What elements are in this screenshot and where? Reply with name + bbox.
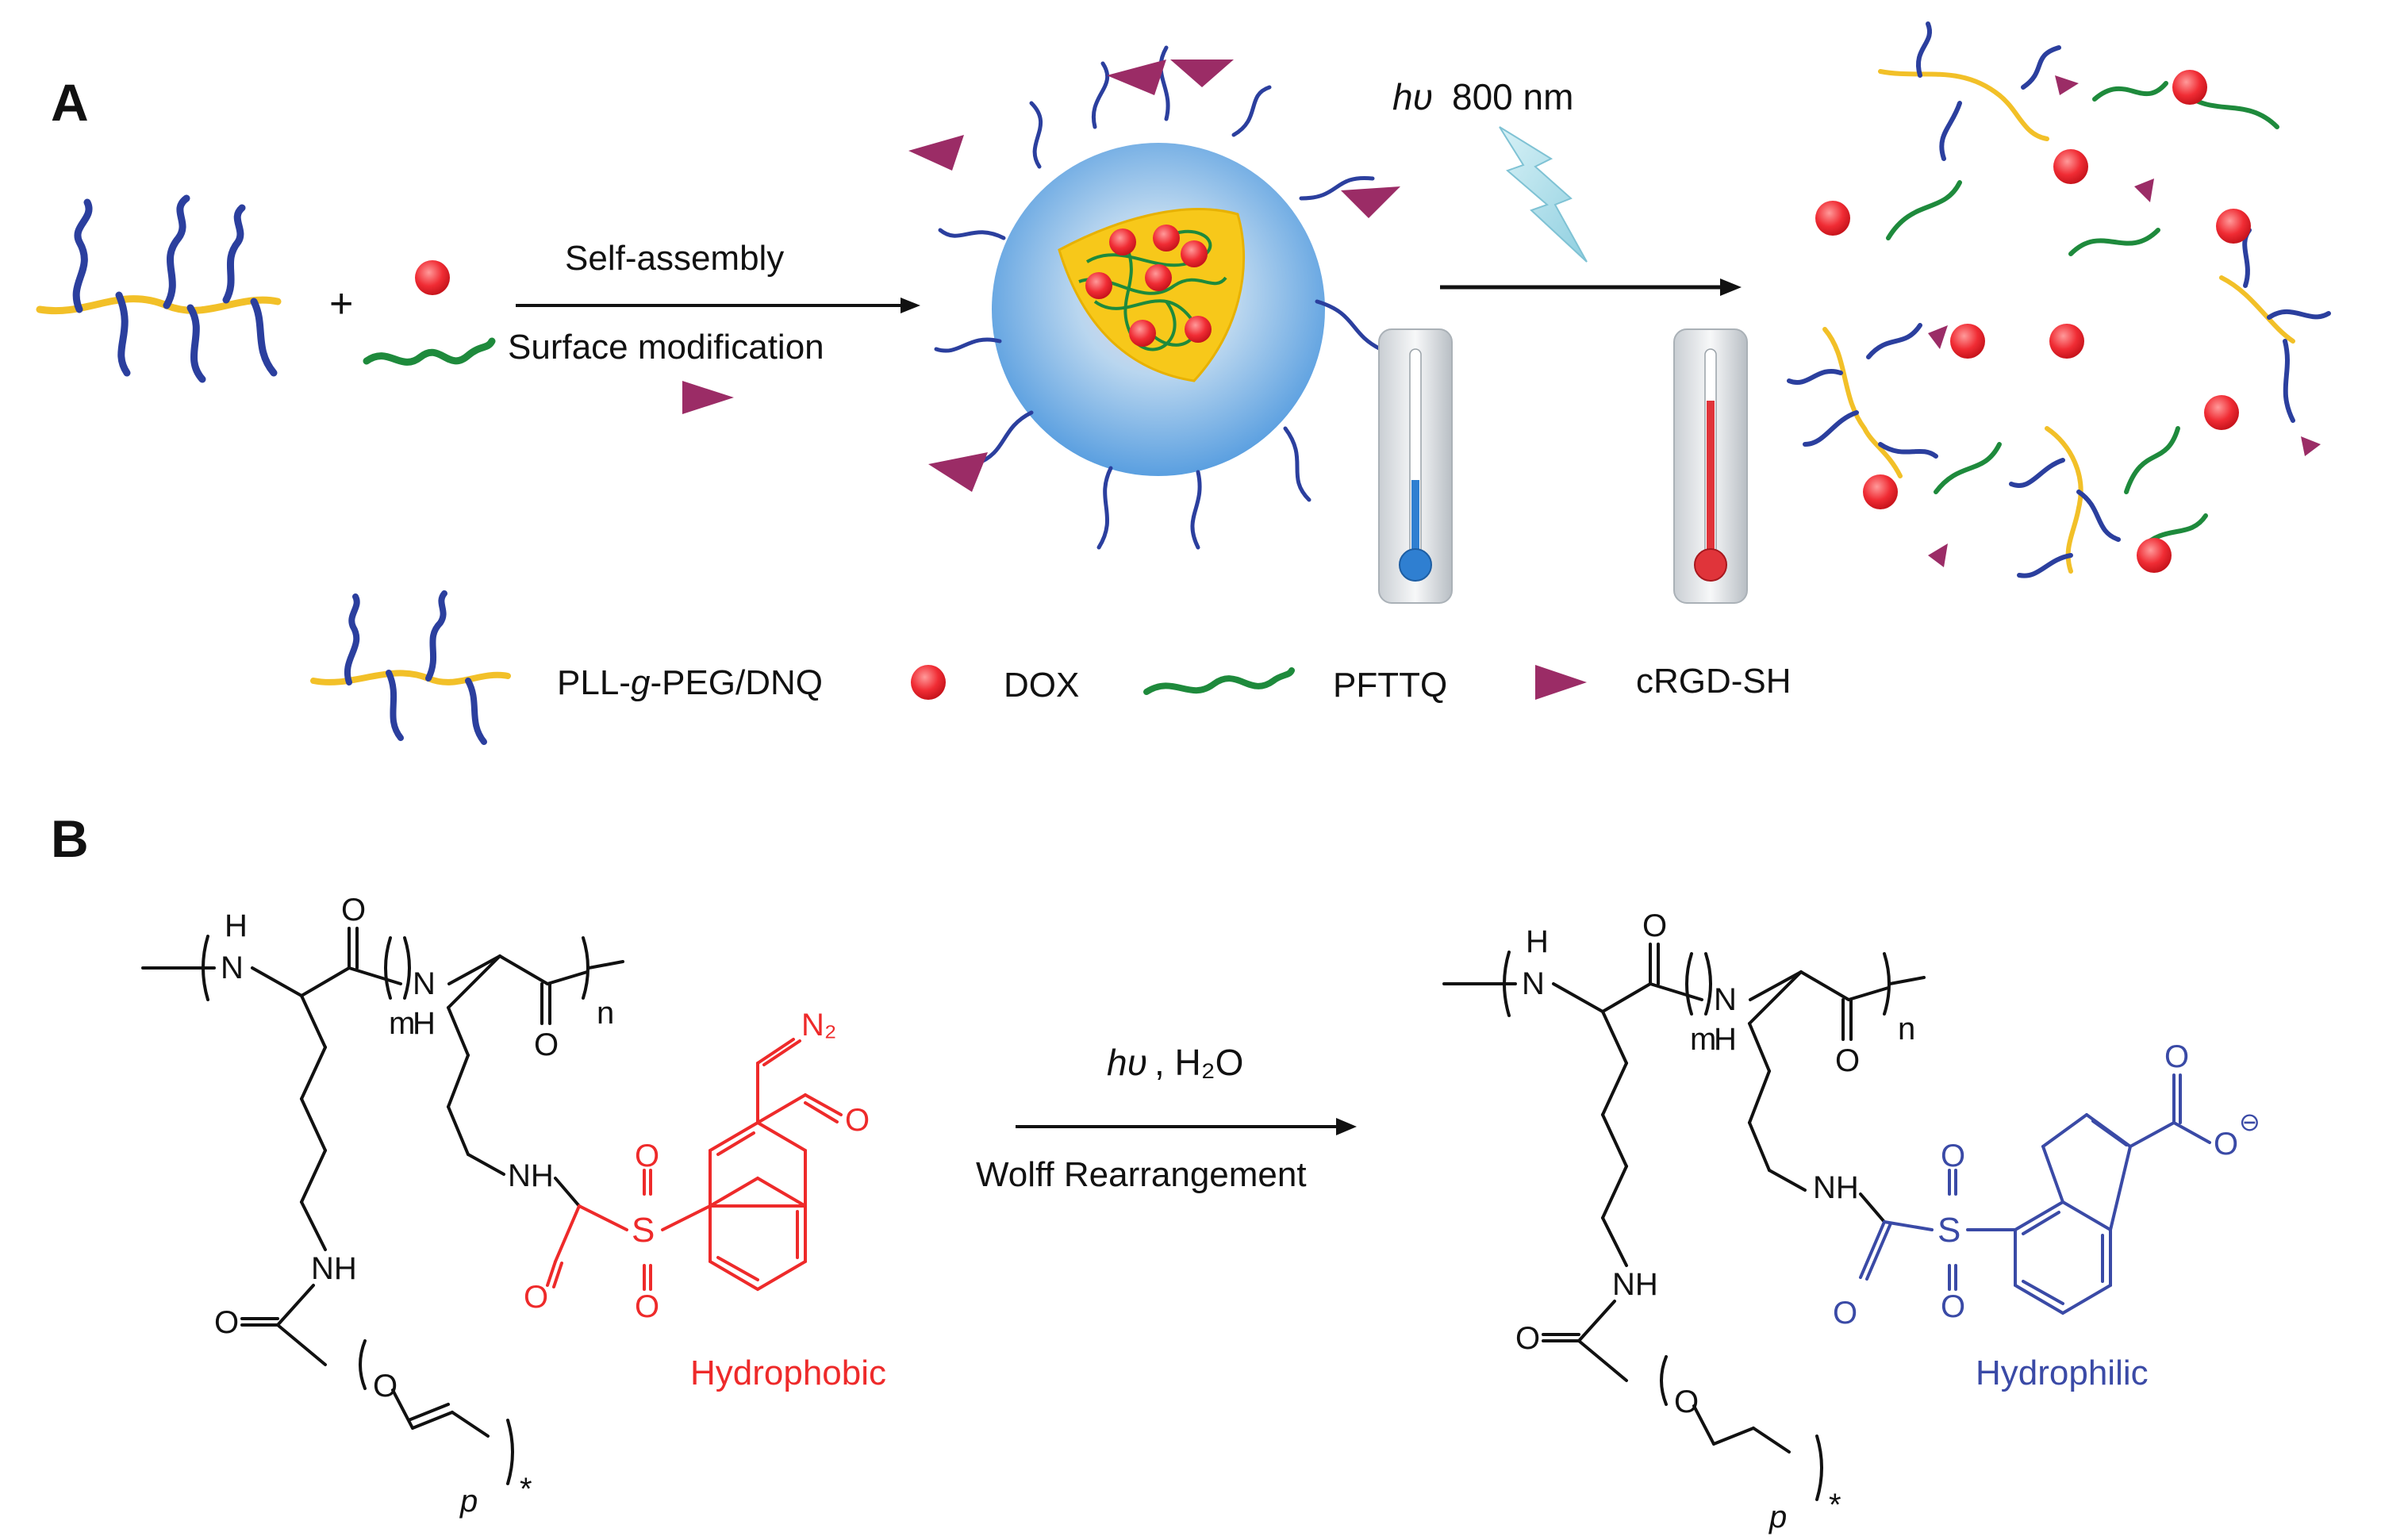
index-m-1: m: [389, 1006, 415, 1041]
structure-indene: H N O N H m O n NH O O p * NH: [1442, 908, 2260, 1534]
atom-o-4: O: [373, 1369, 397, 1404]
legend-label-crgd-sh: cRGD-SH: [1636, 662, 1792, 701]
light-symbol: hυ: [1392, 76, 1433, 117]
label-hydrophilic: Hydrophilic: [1976, 1354, 2149, 1392]
atom-n-1: N: [221, 950, 244, 985]
atom-o-2: O: [534, 1027, 559, 1062]
thermometer-cold-icon: [1378, 328, 1453, 604]
light-wavelength: 800 nm: [1452, 76, 1573, 117]
index-n-1: n: [597, 996, 614, 1031]
atom-nh-1: NH: [311, 1251, 357, 1286]
star-1: *: [520, 1472, 532, 1507]
pll-peg-dnq-polymer: [36, 194, 282, 383]
atom-o-blue-5: O: [2214, 1127, 2238, 1162]
panel-a: A + Self-assembly Surface modification: [36, 21, 2331, 745]
panel-b: B: [51, 809, 2260, 1534]
atom-o-red-4: O: [845, 1103, 870, 1138]
atom-o-blue-4: O: [2164, 1039, 2189, 1074]
structure-dnq: H N O N H m O n NH O O p * NH: [141, 893, 886, 1519]
atom-o-blue-1: O: [1833, 1296, 1857, 1331]
atom-o-red-3: O: [635, 1289, 659, 1324]
atom-n-2: N: [413, 966, 436, 1001]
atom-h-2: H: [413, 1006, 436, 1041]
panel-a-label: A: [51, 73, 89, 132]
index-n-2: n: [1898, 1012, 1915, 1047]
crgd-under-arrow: [682, 381, 734, 414]
atom-o-blue-3: O: [1941, 1289, 1965, 1324]
atom-o-blue-2: O: [1941, 1139, 1965, 1173]
legend-icon-pll-peg-dnq: [310, 590, 511, 745]
atom-h-1: H: [225, 908, 248, 943]
legend-label-pfttq: PFTTQ: [1333, 666, 1447, 705]
lightning-bolt-icon: [1499, 126, 1588, 263]
atom-o-8: O: [1674, 1384, 1699, 1419]
dissociated-micelle: [1787, 21, 2331, 578]
legend-pll-suffix: -PEG/DNQ: [650, 663, 823, 702]
atom-o-6: O: [1835, 1043, 1860, 1078]
atom-o-red-1: O: [524, 1280, 548, 1315]
star-2: *: [1829, 1488, 1841, 1523]
legend: PLL-g-PEG/DNQ DOX PFTTQ cRGD-SH: [310, 590, 1792, 745]
atom-n-4: N: [1714, 982, 1737, 1017]
panel-b-label: B: [51, 809, 89, 868]
atom-h-3: H: [1526, 924, 1549, 959]
atom-o-3: O: [214, 1305, 239, 1340]
index-p-1: p: [459, 1484, 478, 1519]
dox-particle: [415, 260, 450, 295]
label-hydrophobic: Hydrophobic: [690, 1354, 886, 1392]
legend-icon-pfttq: [1143, 667, 1295, 695]
atom-n2-red: N₂: [801, 1008, 836, 1043]
legend-label-pll-peg-dnq: PLL-g-PEG/DNQ: [557, 663, 823, 702]
index-m-2: m: [1690, 1022, 1716, 1057]
reaction-name: Wolff Rearrangement: [976, 1155, 1307, 1194]
assembly-arrowhead: [901, 298, 920, 313]
legend-icon-dox: [911, 665, 946, 700]
legend-label-dox: DOX: [1004, 666, 1079, 705]
atom-s-red: S: [632, 1211, 655, 1250]
micelle: [908, 45, 1428, 550]
arrow-label-self-assembly: Self-assembly: [565, 239, 784, 278]
reaction-arrowhead: [1336, 1118, 1357, 1135]
plus-sign: +: [329, 281, 353, 327]
atom-o-red-2: O: [635, 1139, 659, 1173]
atom-h-4: H: [1714, 1022, 1737, 1057]
atom-nh-4: NH: [1813, 1170, 1859, 1205]
atom-o-5: O: [1642, 908, 1667, 943]
atom-nh-3: NH: [1612, 1267, 1658, 1302]
atom-o-7: O: [1515, 1321, 1540, 1356]
arrow-label-surface-modification: Surface modification: [508, 328, 824, 367]
pfttq-chain: [363, 337, 496, 366]
reaction-conditions: , H₂O: [1154, 1042, 1243, 1083]
thermometer-hot-icon: [1673, 328, 1748, 604]
charge-minus-icon: ⊖: [2239, 1108, 2260, 1136]
index-p-2: p: [1768, 1500, 1787, 1534]
atom-nh-2: NH: [508, 1158, 554, 1193]
legend-pll-italic: g: [631, 663, 651, 702]
atom-o-1: O: [341, 893, 366, 927]
atom-s-blue: S: [1937, 1211, 1960, 1250]
irradiation-arrowhead: [1720, 278, 1742, 296]
reaction-light-symbol: hυ: [1107, 1042, 1147, 1083]
atom-n-3: N: [1522, 966, 1545, 1001]
legend-pll-prefix: PLL-: [557, 663, 631, 702]
legend-icon-crgd: [1535, 665, 1587, 700]
